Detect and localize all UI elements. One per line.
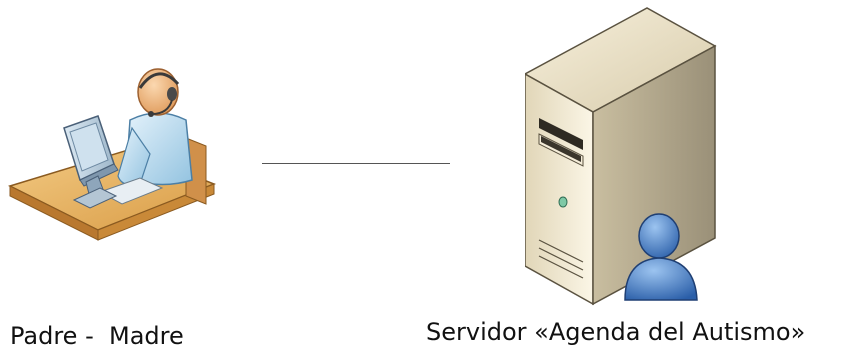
- server-tower-icon: [523, 2, 735, 312]
- connection-line: [262, 163, 450, 164]
- person-at-computer-icon: [0, 58, 222, 248]
- server-node-label: Servidor «Agenda del Autismo»: [426, 318, 806, 346]
- user-node-label: Padre - Madre: [10, 322, 184, 350]
